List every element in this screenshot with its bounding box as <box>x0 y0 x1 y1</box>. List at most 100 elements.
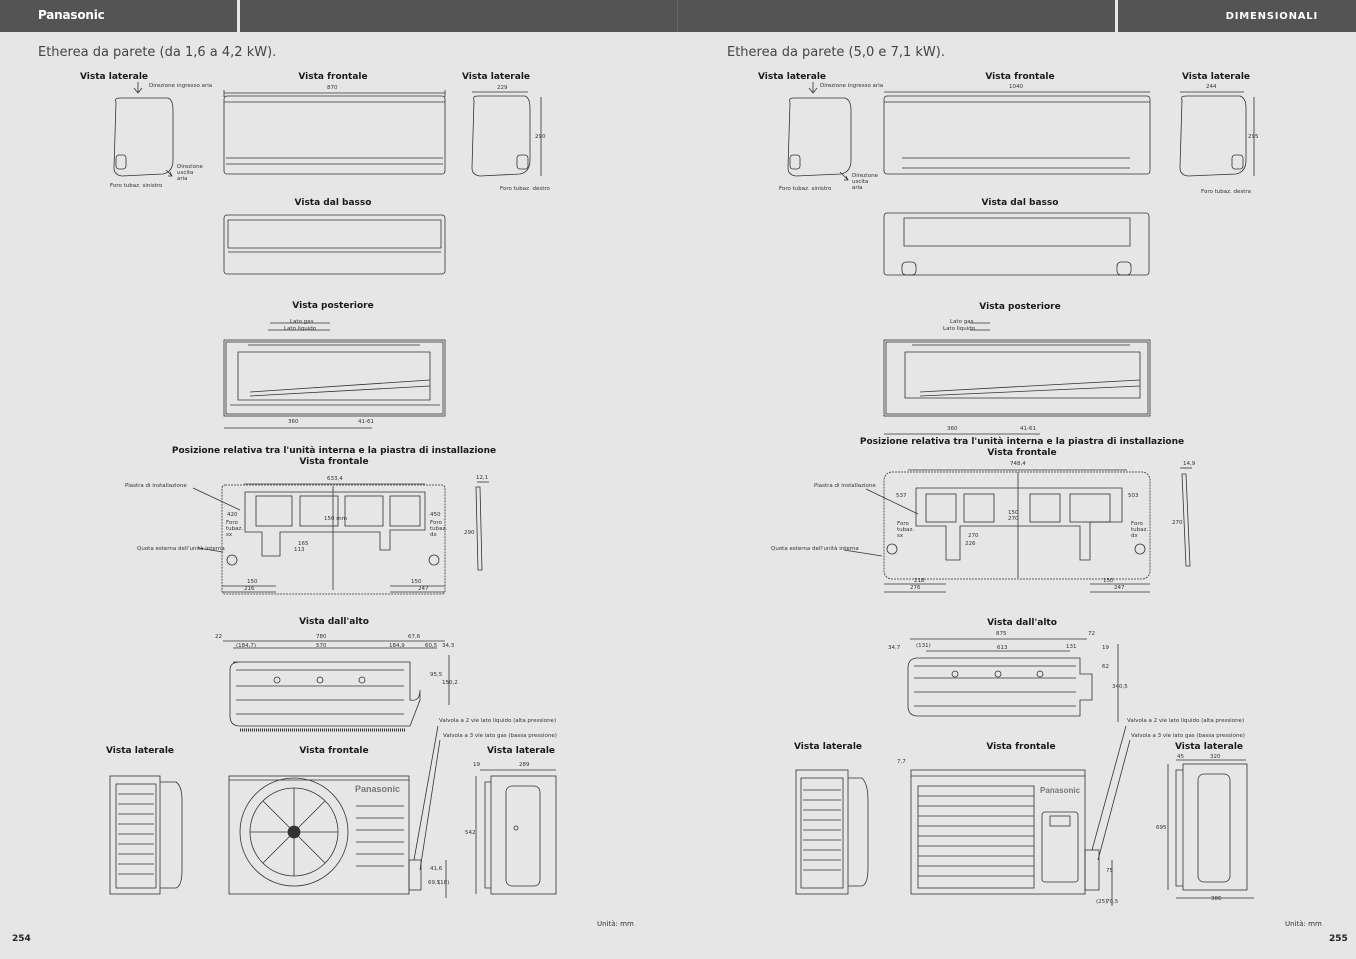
right-note-valve3: Valvola a 3 vie lato gas (bassa pression… <box>1131 733 1245 739</box>
left-label-rear: Vista posteriore <box>292 301 374 311</box>
left-label-bottom: Vista dal basso <box>294 198 372 208</box>
left-label-relpos-front: Vista frontale <box>299 457 369 467</box>
left-dim: 150 <box>247 579 258 585</box>
left-dim: 150 <box>411 579 422 585</box>
left-dim: 69,5 <box>428 880 441 886</box>
right-dim: 613 <box>997 645 1008 651</box>
right-unit-note: Unità: mm <box>1285 920 1322 928</box>
left-note-pipe-right: Foro tubaz. destro <box>500 186 550 192</box>
left-dim: 450 <box>430 512 441 518</box>
left-label-out-front: Vista frontale <box>299 746 369 756</box>
right-note-plate: Piastra di installazione <box>814 483 876 489</box>
left-dim: 41-61 <box>358 419 374 425</box>
right-dim: 45 <box>1177 754 1184 760</box>
right-label-side-right: Vista laterale <box>1181 72 1251 82</box>
header-bar: Panasonic DIMENSIONALI <box>0 0 1356 32</box>
left-dim: 12,1 <box>476 475 489 481</box>
right-dim: 131 <box>1066 644 1077 650</box>
left-dim: 570 <box>316 643 327 649</box>
right-label-out-side-left: Vista laterale <box>793 742 863 752</box>
left-note-air-out: Direzione uscita aria <box>177 164 203 182</box>
right-outdoor-side-right-drawing <box>1167 759 1254 899</box>
right-dim: 748,4 <box>1010 461 1026 467</box>
right-label-bottom: Vista dal basso <box>981 198 1059 208</box>
page-number-right: 255 <box>1329 934 1348 944</box>
right-dim: 360 <box>947 426 958 432</box>
right-dim: 875 <box>996 631 1007 637</box>
left-dim: 633,4 <box>327 476 343 482</box>
page-title-left: Etherea da parete (da 1,6 a 4,2 kW). <box>38 45 277 60</box>
right-dim: 537 <box>896 493 907 499</box>
brand-logo: Panasonic <box>38 8 105 22</box>
right-dim: 226 <box>965 541 976 547</box>
right-dim: 150 <box>1008 510 1019 516</box>
right-dim: 1040 <box>1009 84 1023 90</box>
right-dim: 270 <box>1172 520 1183 526</box>
left-dim: (18) <box>438 880 450 886</box>
left-dim: 290 <box>535 134 546 140</box>
right-dim: 340,5 <box>1112 684 1128 690</box>
right-label-side-left: Vista laterale <box>757 72 827 82</box>
left-dim: 184,9 <box>389 643 405 649</box>
right-dim: 34,7 <box>888 645 901 651</box>
left-label-front: Vista frontale <box>298 72 368 82</box>
right-dim: 695 <box>1156 825 1167 831</box>
right-note-gas: Lato gas <box>950 319 974 325</box>
left-plate-drawing <box>192 483 446 595</box>
left-dim: 34,3 <box>442 643 455 649</box>
left-dim: 542 <box>465 830 476 836</box>
right-dim: 295 <box>1248 134 1259 140</box>
right-dim: 270 <box>1008 516 1019 522</box>
right-dim: (25) <box>1096 899 1108 905</box>
left-indoor-bottom-drawing <box>223 214 446 275</box>
left-dim: 247 <box>418 586 429 592</box>
right-note-valve2: Valvola a 2 vie lato liquido (alta press… <box>1127 718 1245 724</box>
left-note-plate: Piastra di installazione <box>125 483 187 489</box>
right-label-front: Vista frontale <box>985 72 1055 82</box>
left-top-view-drawing <box>223 640 450 732</box>
left-dim: 229 <box>497 85 508 91</box>
right-dim: 70,5 <box>1106 899 1119 905</box>
left-outdoor-side-right-drawing <box>475 769 557 895</box>
right-dim: 41-61 <box>1020 426 1036 432</box>
left-label-side-left: Vista laterale <box>79 72 149 82</box>
left-dim: 420 <box>227 512 238 518</box>
left-dim: 113 <box>294 547 305 553</box>
right-dim: (131) <box>916 643 931 649</box>
left-note-outline: Quota esterna dell'unità interna <box>137 546 225 552</box>
right-plate-drawing <box>843 469 1151 593</box>
left-dim: 19 <box>473 762 480 768</box>
right-note-air-out: Direzione uscita aria <box>852 173 878 191</box>
header-divider <box>237 0 240 32</box>
left-dim: 95,5 <box>430 672 443 678</box>
right-dim: 386 <box>1211 896 1222 902</box>
left-indoor-side-left-drawing <box>113 82 174 177</box>
left-plate-side-drawing <box>475 481 489 571</box>
left-dim: 289 <box>519 762 530 768</box>
right-dim: 75 <box>1106 868 1113 874</box>
left-dim: (184,7) <box>236 643 257 649</box>
left-dim: 870 <box>327 85 338 91</box>
left-note-hole-right: Foro tubaz. dx <box>430 520 448 538</box>
right-outdoor-side-left-drawing <box>795 769 869 895</box>
left-note-liquid: Lato liquido <box>284 326 317 332</box>
right-note-pipe-right: Foro tubaz. destra <box>1201 189 1252 195</box>
right-dim: 320 <box>1210 754 1221 760</box>
left-note-valve3: Valvola a 3 vie lato gas (bassa pression… <box>443 733 557 739</box>
left-dim: 60,5 <box>425 643 438 649</box>
left-label-out-side-left: Vista laterale <box>105 746 175 756</box>
right-dim: 218 <box>914 578 925 584</box>
left-label-top: Vista dall'alto <box>299 617 369 627</box>
page-title-right: Etherea da parete (5,0 e 7,1 kW). <box>727 45 945 60</box>
left-note-air-in: Direzione ingresso aria <box>149 83 213 89</box>
right-note-liquid: Lato liquido <box>943 326 976 332</box>
left-indoor-rear-drawing <box>223 322 446 429</box>
left-dim: 67,6 <box>408 634 421 640</box>
left-dim: 780 <box>316 634 327 640</box>
left-outdoor-front-drawing <box>228 725 447 898</box>
right-note-outline: Quota esterna dell'unità interna <box>771 546 859 552</box>
right-note-air-in: Direzione ingresso aria <box>820 83 884 89</box>
section-title: DIMENSIONALI <box>1225 11 1318 22</box>
page-number-left: 254 <box>12 934 31 944</box>
